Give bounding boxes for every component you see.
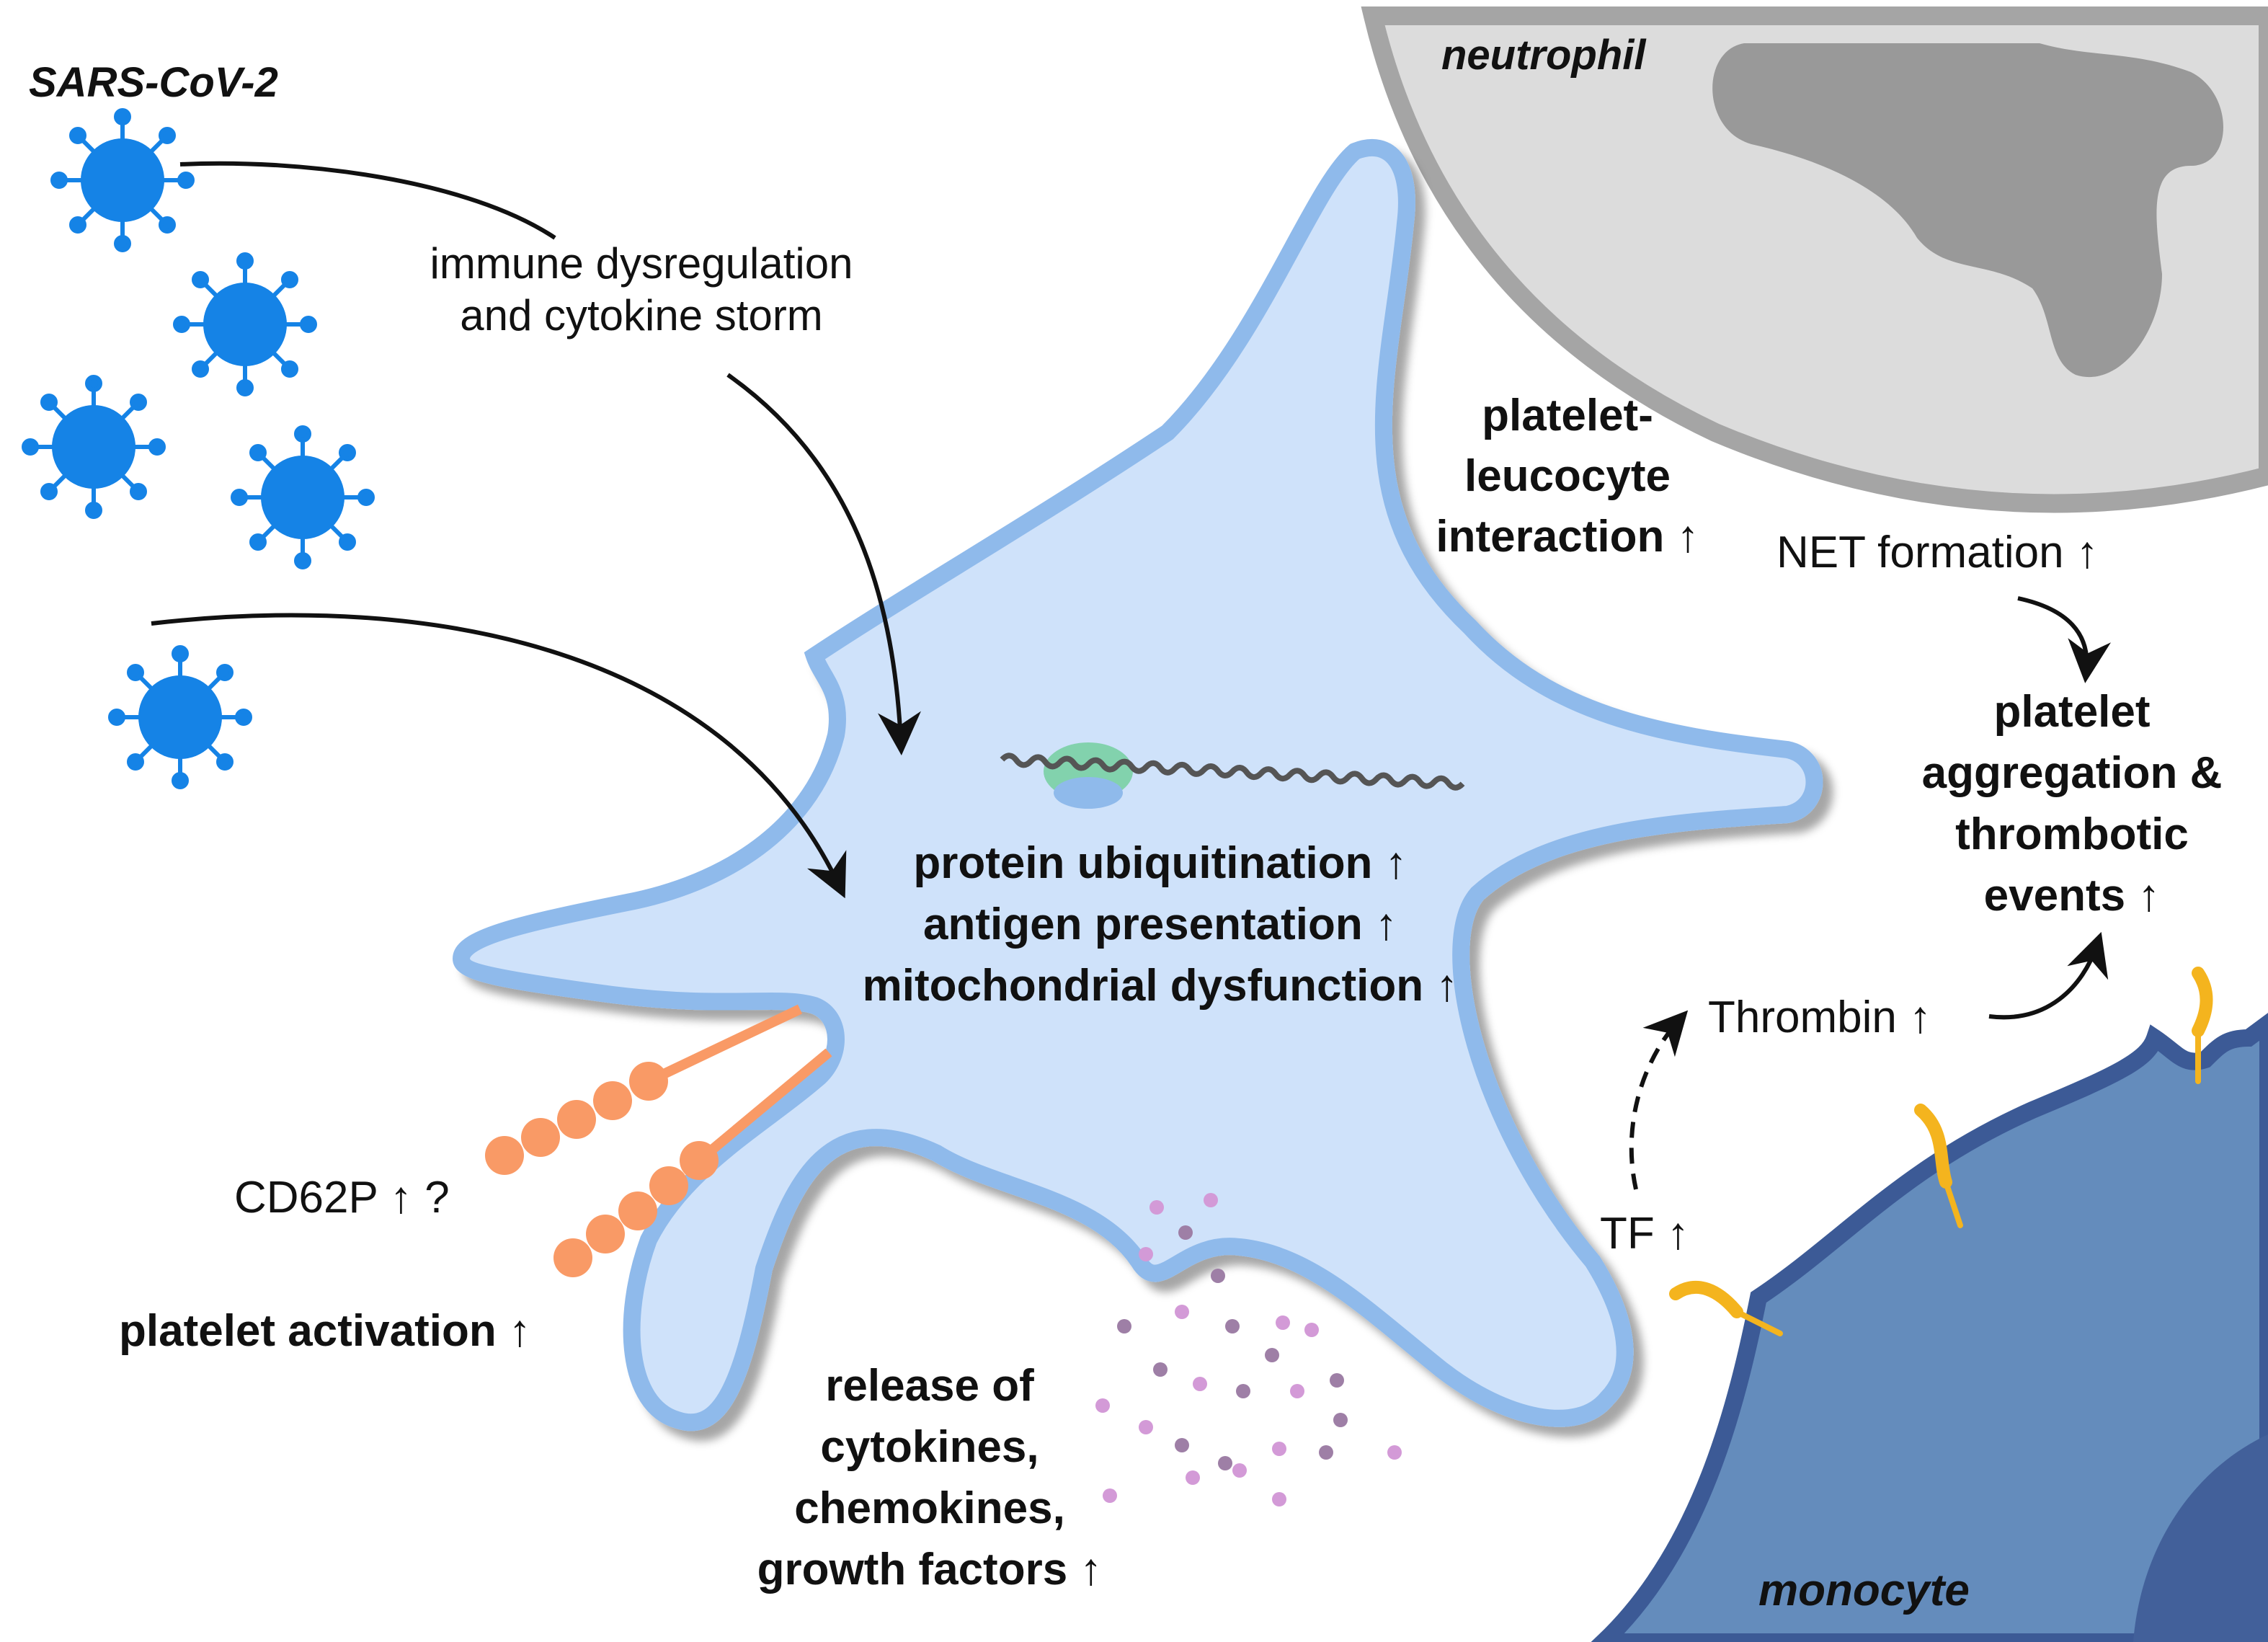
thrombin-label: Thrombin ↑ bbox=[1708, 993, 1932, 1042]
virus-to-immune-line bbox=[179, 161, 556, 240]
immune-to-platelet-arrow bbox=[726, 373, 921, 755]
plt-leuco-line-3: interaction ↑ bbox=[1436, 512, 1699, 562]
release-line-1: release of bbox=[825, 1361, 1034, 1411]
immune-dysregulation-label: immune dysregulation and cytokine storm bbox=[382, 238, 901, 342]
virus-particle-4 bbox=[231, 425, 375, 569]
release-line-3: chemokines, bbox=[794, 1483, 1065, 1533]
virus-particle-1 bbox=[50, 108, 195, 252]
ribosome-small bbox=[1054, 777, 1123, 809]
tf-to-thrombin-arrow bbox=[1629, 1010, 1689, 1190]
virus-particle-3 bbox=[22, 375, 166, 519]
virus-particle-5 bbox=[108, 645, 252, 789]
process-line-3: mitochondrial dysfunction ↑ bbox=[862, 961, 1459, 1011]
neutrophil-label: neutrophil bbox=[1441, 32, 1646, 79]
immune-line-2: and cytokine storm bbox=[460, 291, 823, 340]
monocyte-nucleus bbox=[2133, 1434, 2268, 1642]
plt-leuco-line-2: leucocyte bbox=[1464, 451, 1671, 501]
cd62p-receptor-1 bbox=[485, 1004, 803, 1175]
virus-particle-2 bbox=[173, 252, 317, 396]
aggregation-line-4: events ↑ bbox=[1983, 871, 2161, 920]
net-formation-label: NET formation ↑ bbox=[1776, 528, 2099, 577]
release-label: release of cytokines, chemokines, growth… bbox=[713, 1355, 1146, 1600]
granules bbox=[1095, 1193, 1402, 1506]
tf-label: TF ↑ bbox=[1600, 1209, 1689, 1259]
mrna-strand bbox=[1000, 753, 1465, 791]
aggregation-line-2: aggregation & bbox=[1921, 748, 2223, 798]
cd62p-label: CD62P ↑ ? bbox=[234, 1173, 450, 1222]
aggregation-label: platelet aggregation & thrombotic events… bbox=[1874, 681, 2268, 926]
aggregation-line-1: platelet bbox=[1993, 687, 2151, 737]
platelet-processes-label: protein ubiquitination ↑ antigen present… bbox=[786, 833, 1535, 1016]
platelet-cell bbox=[452, 139, 1823, 1432]
neutrophil-nucleus bbox=[1712, 43, 2223, 378]
neutrophil-cell bbox=[1361, 6, 2268, 513]
plt-leuco-line-1: platelet- bbox=[1482, 391, 1653, 440]
monocyte-label: monocyte bbox=[1758, 1566, 1970, 1615]
platelet-activation-label: platelet activation ↑ bbox=[119, 1306, 531, 1356]
platelet-leucocyte-label: platelet- leucocyte interaction ↑ bbox=[1405, 386, 1730, 567]
receptor-group bbox=[1669, 967, 2213, 1336]
process-line-2: antigen presentation ↑ bbox=[923, 900, 1397, 949]
process-line-1: protein ubiquitination ↑ bbox=[913, 838, 1408, 888]
virus-to-platelet-arrow bbox=[151, 613, 847, 899]
cd62p-receptor-2 bbox=[553, 1048, 832, 1277]
thrombin-to-aggregation-arrow bbox=[1988, 931, 2109, 1020]
net-to-aggregation-arrow bbox=[2017, 596, 2112, 683]
release-line-4: growth factors ↑ bbox=[757, 1545, 1103, 1594]
immune-line-1: immune dysregulation bbox=[430, 239, 853, 288]
release-line-2: cytokines, bbox=[820, 1422, 1039, 1472]
ribosome-mrna bbox=[1000, 742, 1465, 809]
monocyte-cell bbox=[1591, 1013, 2268, 1642]
aggregation-line-3: thrombotic bbox=[1955, 809, 2189, 859]
sars-cov-2-label: SARS-CoV-2 bbox=[29, 59, 278, 106]
